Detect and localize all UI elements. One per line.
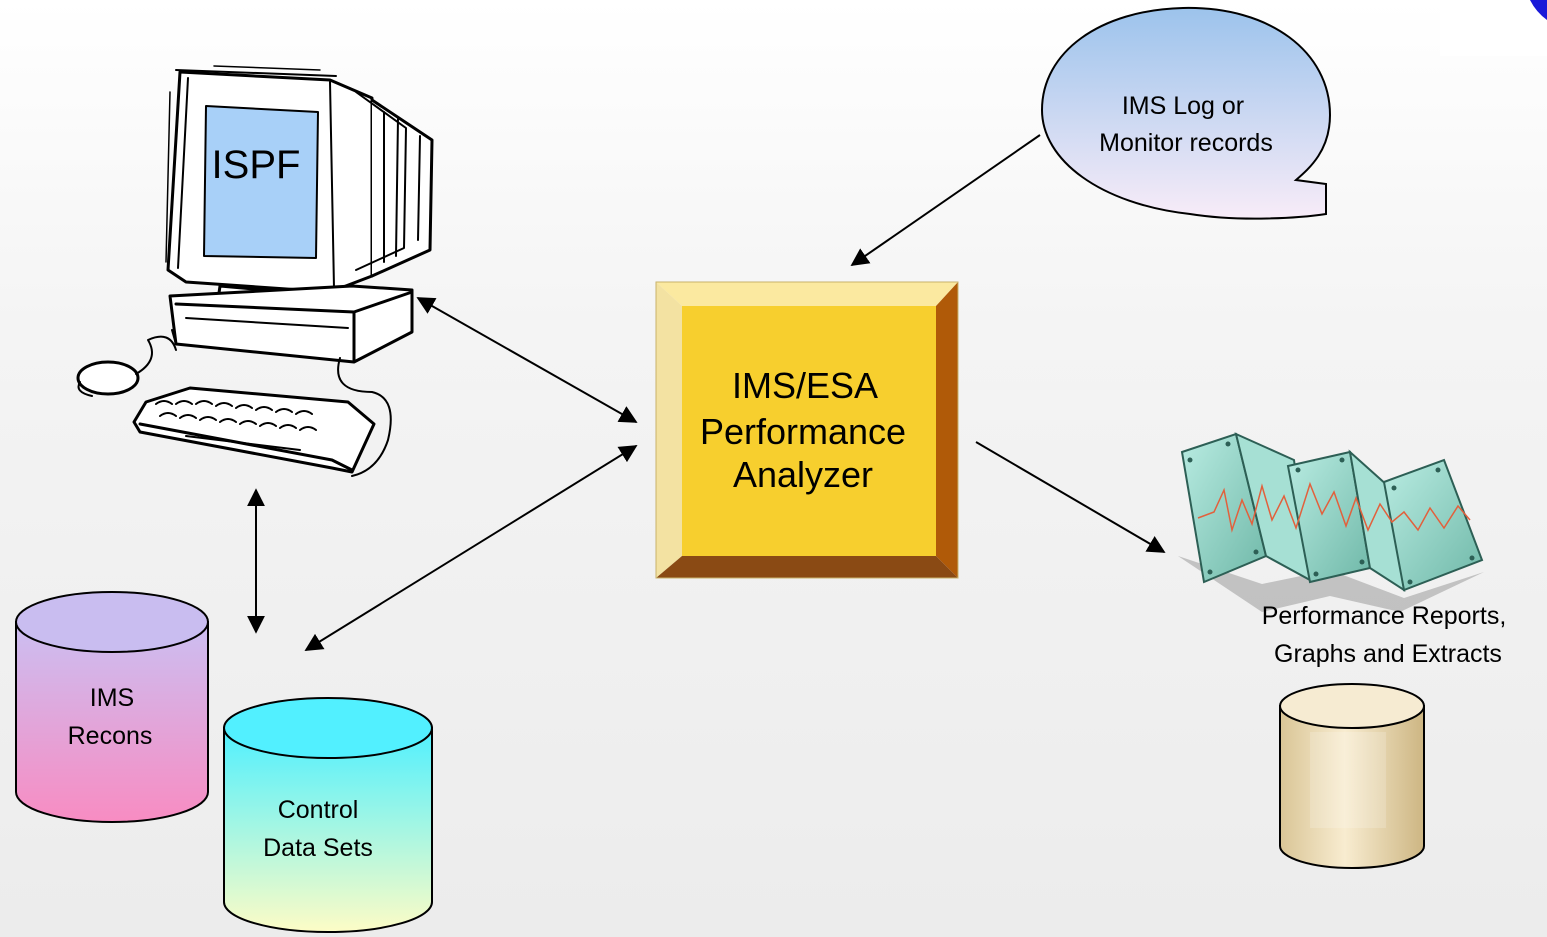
recons-line-2: Recons [68,722,153,750]
reports-line-2: Graphs and Extracts [1274,640,1502,668]
analyzer-line-1: IMS/ESA [732,365,878,406]
ispf-screen-label: ISPF [212,143,301,187]
arrows [247,134,1166,651]
arrow-bubble-to-analyzer [850,134,1041,267]
recons-line-1: IMS [90,684,134,712]
ims-recons-cylinder [15,591,209,823]
log-records-bubble [1040,6,1332,220]
computer-illustration [76,65,434,477]
bubble-line-1: IMS Log or [1122,92,1244,120]
control-line-2: Data Sets [263,834,373,862]
control-line-1: Control [278,796,359,824]
reports-line-1: Performance Reports, [1262,602,1507,630]
control-data-sets-cylinder [223,697,433,933]
corner-logo [1440,0,1547,56]
analyzer-line-2: Performance [700,411,906,452]
analyzer-box [655,281,959,579]
report-graphs-illustration [1178,432,1484,612]
bubble-line-2: Monitor records [1099,129,1273,157]
arrow-analyzer-to-reports [975,441,1166,553]
arrow-computer-analyzer [416,297,638,423]
analyzer-line-3: Analyzer [733,454,873,495]
arrow-controldata-analyzer [304,445,638,651]
reports-database-cylinder [1279,683,1425,869]
